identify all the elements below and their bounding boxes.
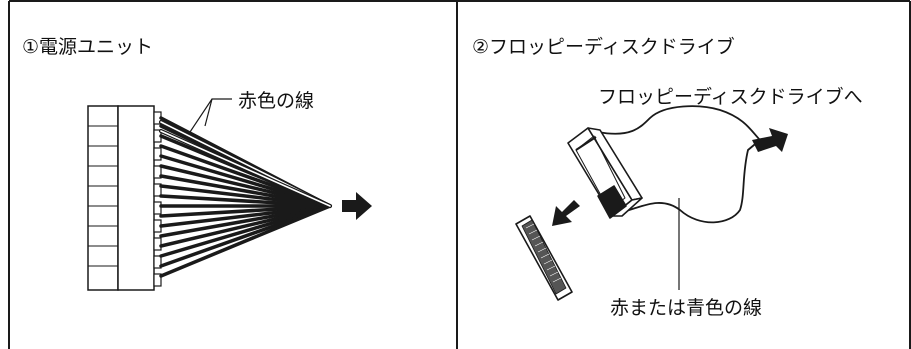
floppy-drive-header	[515, 215, 573, 301]
up-right-arrow-icon	[752, 128, 788, 152]
down-left-arrow-icon	[552, 200, 580, 226]
red-wire-leader	[189, 98, 232, 133]
to-floppy-drive-label: フロッピーディスクドライブへ	[598, 86, 863, 108]
panel-borders	[8, 0, 911, 349]
right-arrow-icon	[342, 192, 372, 220]
red-or-blue-wire-label: 赤または青色の線	[610, 297, 763, 319]
red-wire-label: 赤色の線	[238, 90, 315, 112]
panel-title-floppy-drive: ②フロッピーディスクドライブ	[472, 36, 735, 58]
power-wires	[159, 116, 332, 278]
power-connector	[87, 105, 162, 291]
panel-title-power-unit: ①電源ユニット	[22, 36, 154, 58]
cable-connector	[567, 127, 643, 219]
